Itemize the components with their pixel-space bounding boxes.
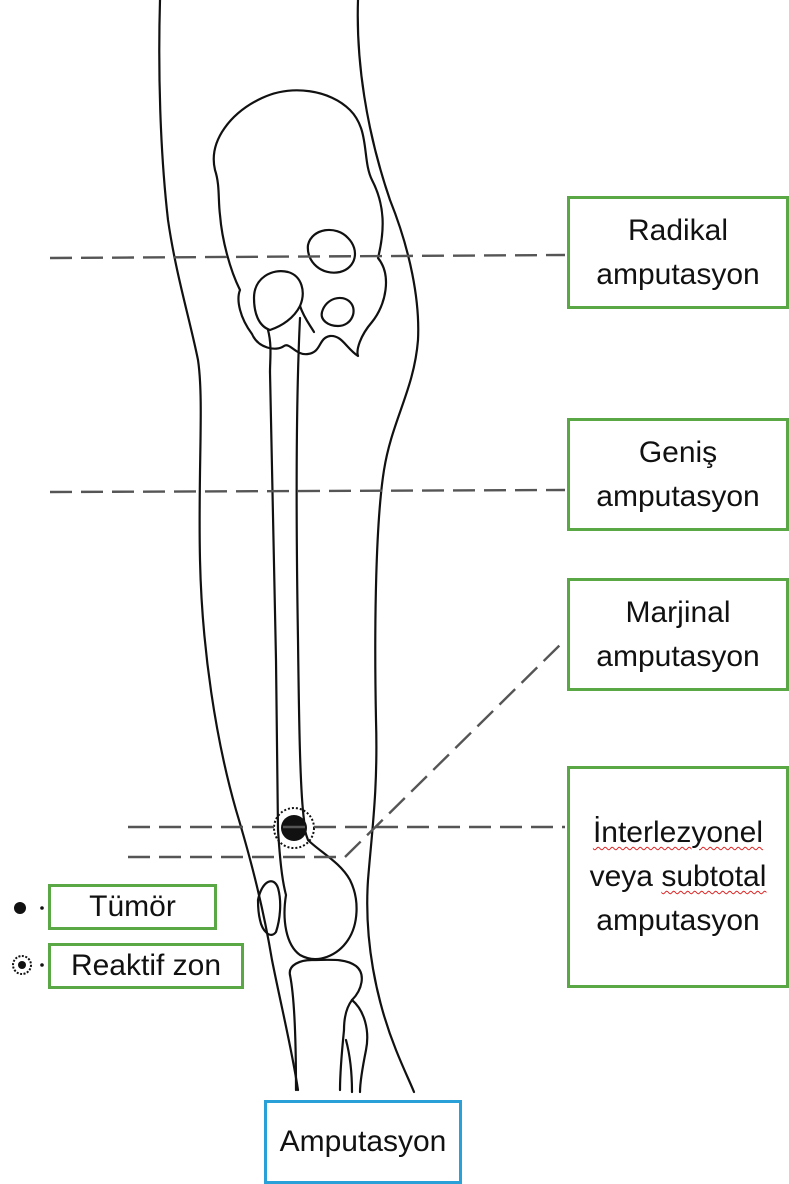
interlezyonel-word: İnterlezyonel bbox=[593, 816, 763, 849]
radikal-level-line bbox=[50, 255, 565, 258]
tibia-left bbox=[290, 975, 296, 1090]
genis-amputasyon-label: Geniş amputasyon bbox=[567, 418, 789, 531]
diagram-title: Amputasyon bbox=[264, 1100, 462, 1184]
tumor-legend-dot bbox=[14, 902, 26, 914]
tibia-right bbox=[340, 1030, 344, 1090]
fibula-inner bbox=[346, 1040, 352, 1092]
marjinal-level-line bbox=[128, 640, 565, 857]
interlezyonel-amputasyon-label: İnterlezyonel veya subtotal amputasyon bbox=[567, 766, 789, 988]
tumor-legend-connector bbox=[40, 906, 44, 910]
interlezyonel-veya: veya bbox=[590, 860, 653, 893]
radikal-amputasyon-label: Radikal amputasyon bbox=[567, 196, 789, 309]
reactive-legend-connector bbox=[40, 963, 44, 967]
interlezyonel-line2: veya subtotal bbox=[590, 855, 767, 899]
marjinal-line2: amputasyon bbox=[596, 635, 759, 679]
obturator-foramen bbox=[308, 230, 355, 273]
radikal-line1: Radikal bbox=[628, 209, 728, 253]
genis-line2: amputasyon bbox=[596, 475, 759, 519]
diagram-title-text: Amputasyon bbox=[280, 1120, 447, 1164]
distal-femur bbox=[278, 820, 357, 959]
tumor-legend-text: Tümör bbox=[89, 890, 176, 924]
femur-shaft-left bbox=[270, 372, 278, 830]
femur-shaft-right bbox=[297, 318, 304, 820]
reactive-zone-legend-label: Reaktif zon bbox=[48, 943, 244, 989]
pelvis bbox=[214, 90, 386, 356]
genis-line1: Geniş bbox=[639, 431, 717, 475]
reactive-zone-legend-text: Reaktif zon bbox=[71, 949, 221, 983]
legend-symbols bbox=[13, 902, 44, 974]
genis-level-line bbox=[50, 490, 565, 492]
tumor-legend-label: Tümör bbox=[48, 884, 217, 930]
amputation-levels bbox=[50, 255, 565, 857]
interlezyonel-line1: İnterlezyonel bbox=[593, 811, 763, 855]
interlezyonel-subtotal: subtotal bbox=[661, 860, 766, 893]
femoral-neck bbox=[268, 306, 314, 372]
acetabulum-notch bbox=[322, 298, 354, 326]
fibula bbox=[352, 1000, 367, 1092]
marjinal-amputasyon-label: Marjinal amputasyon bbox=[567, 578, 789, 691]
tibia-top bbox=[290, 960, 362, 1030]
interlezyonel-line3: amputasyon bbox=[596, 899, 759, 943]
femoral-head bbox=[254, 271, 303, 330]
marjinal-line1: Marjinal bbox=[625, 591, 730, 635]
radikal-line2: amputasyon bbox=[596, 253, 759, 297]
